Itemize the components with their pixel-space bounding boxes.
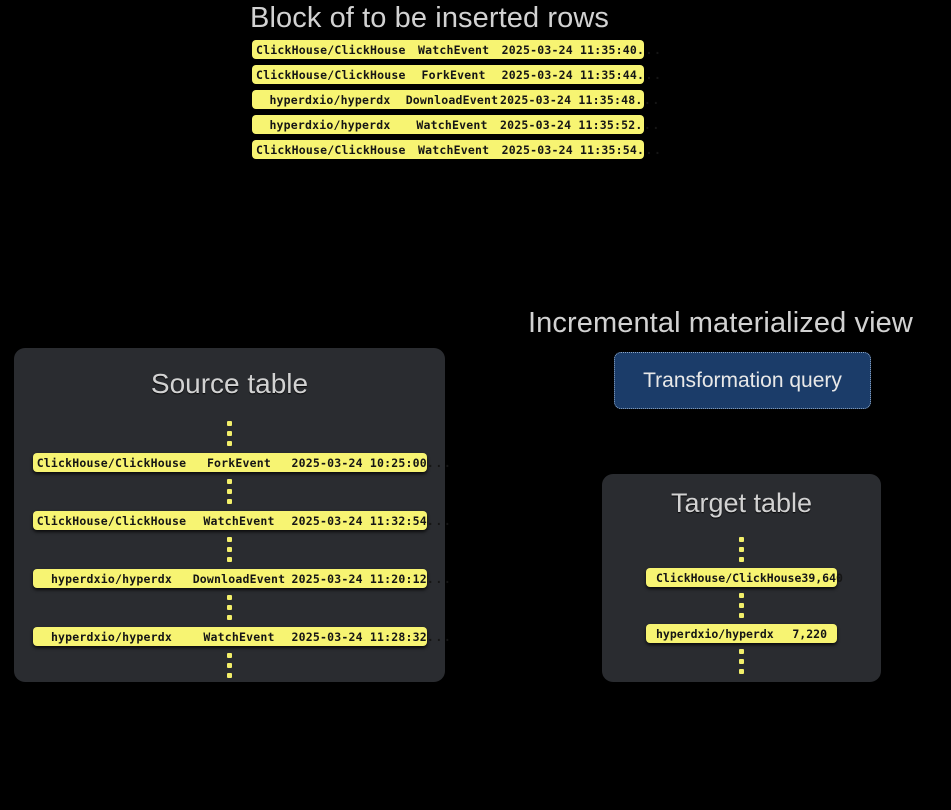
table-row: ClickHouse/ClickHouse ForkEvent 2025-03-…	[32, 453, 451, 472]
row-separator-dots	[227, 653, 232, 678]
row-timestamp: 2025-03-24 11:28:32	[291, 629, 427, 644]
row-more: ...	[636, 67, 663, 82]
row-count: 39,640	[801, 570, 843, 585]
row-repo: hyperdxio/hyperdx	[269, 117, 391, 132]
table-row: hyperdxio/hyperdx WatchEvent 2025-03-24 …	[32, 627, 451, 646]
row-timestamp: 2025-03-24 11:32:54	[291, 513, 427, 528]
insert-block-title: Block of to be inserted rows	[250, 2, 610, 34]
row-separator-dots	[739, 537, 744, 562]
row-separator-dots	[227, 421, 232, 446]
row-event: WatchEvent	[203, 513, 275, 528]
row-more: ...	[636, 42, 663, 57]
row-timestamp: 2025-03-24 10:25:00	[291, 455, 427, 470]
row-repo: ClickHouse/ClickHouse	[36, 455, 187, 470]
row-more: ...	[636, 142, 663, 157]
table-row: hyperdxio/hyperdx WatchEvent 2025-03-24 …	[252, 115, 659, 134]
row-repo: hyperdxio/hyperdx	[656, 626, 774, 641]
source-table-title: Source table	[150, 368, 309, 399]
row-event: ForkEvent	[421, 67, 486, 82]
row-timestamp: 2025-03-24 11:35:48	[500, 92, 636, 107]
row-repo: ClickHouse/ClickHouse	[36, 513, 187, 528]
row-repo: hyperdxio/hyperdx	[50, 571, 173, 586]
row-event: ForkEvent	[206, 455, 272, 470]
row-event: WatchEvent	[417, 142, 490, 157]
table-row: ClickHouse/ClickHouse WatchEvent 2025-03…	[252, 140, 661, 159]
row-separator-dots	[739, 649, 744, 674]
row-count: 7,220	[792, 626, 827, 641]
row-separator-dots	[227, 537, 232, 562]
row-event: DownloadEvent	[192, 571, 286, 586]
row-timestamp: 2025-03-24 11:20:12	[291, 571, 427, 586]
target-table-card: Target table ClickHouse/ClickHouse 39,64…	[602, 474, 881, 682]
table-row: hyperdxio/hyperdx DownloadEvent 2025-03-…	[32, 569, 451, 588]
materialized-view-title: Incremental materialized view	[528, 307, 913, 339]
row-repo: ClickHouse/ClickHouse	[256, 42, 406, 57]
table-row: hyperdxio/hyperdx DownloadEvent 2025-03-…	[252, 90, 659, 109]
row-repo: ClickHouse/ClickHouse	[656, 570, 802, 585]
row-timestamp: 2025-03-24 11:35:40	[501, 42, 637, 57]
row-more: ...	[426, 571, 453, 586]
row-event: WatchEvent	[416, 117, 488, 132]
row-more: ...	[426, 629, 453, 644]
row-timestamp: 2025-03-24 11:35:54	[501, 142, 637, 157]
insert-block: ClickHouse/ClickHouse WatchEvent 2025-03…	[252, 40, 661, 165]
table-row: ClickHouse/ClickHouse WatchEvent 2025-03…	[32, 511, 451, 530]
row-repo: ClickHouse/ClickHouse	[256, 142, 406, 157]
row-more: ...	[635, 117, 661, 132]
row-event: WatchEvent	[203, 629, 275, 644]
source-table-card: Source table ClickHouse/ClickHouse ForkE…	[14, 348, 451, 682]
table-row: ClickHouse/ClickHouse 39,640	[646, 568, 843, 587]
row-event: WatchEvent	[417, 42, 490, 57]
row-more: ...	[635, 92, 661, 107]
row-repo: hyperdxio/hyperdx	[50, 629, 173, 644]
table-row: hyperdxio/hyperdx 7,220	[646, 624, 837, 643]
transformation-query-label: Transformation query	[643, 368, 842, 392]
row-timestamp: 2025-03-24 11:35:44	[501, 67, 637, 82]
transformation-query-box[interactable]: Transformation query	[614, 352, 871, 409]
row-more: ...	[426, 455, 453, 470]
row-more: ...	[426, 513, 453, 528]
row-repo: ClickHouse/ClickHouse	[256, 67, 406, 82]
row-repo: hyperdxio/hyperdx	[269, 92, 391, 107]
table-row: ClickHouse/ClickHouse ForkEvent 2025-03-…	[252, 65, 661, 84]
row-timestamp: 2025-03-24 11:35:52	[500, 117, 636, 132]
row-event: DownloadEvent	[405, 92, 499, 107]
table-row: ClickHouse/ClickHouse WatchEvent 2025-03…	[252, 40, 661, 59]
row-separator-dots	[739, 593, 744, 618]
row-separator-dots	[227, 479, 232, 504]
row-separator-dots	[227, 595, 232, 620]
target-table-title: Target table	[670, 488, 813, 518]
